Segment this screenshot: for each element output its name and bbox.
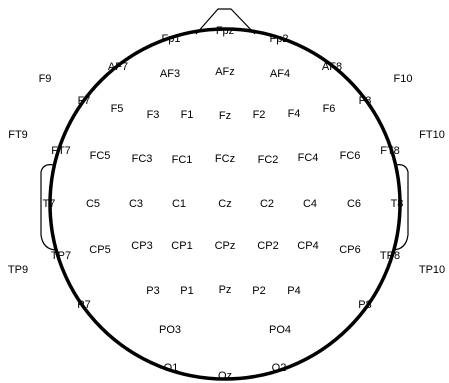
electrode-label-af3: AF3 [160, 68, 180, 80]
electrode-label-c4: C4 [303, 198, 317, 210]
electrode-label-cp6: CP6 [339, 244, 360, 256]
electrode-label-fc1: FC1 [172, 154, 193, 166]
electrode-label-f6: F6 [323, 103, 336, 115]
electrode-label-c2: C2 [260, 198, 274, 210]
electrode-label-ft10: FT10 [419, 129, 445, 141]
electrode-label-af4: AF4 [270, 68, 290, 80]
electrode-label-fc5: FC5 [90, 150, 111, 162]
electrode-label-f7: F7 [78, 95, 91, 107]
electrode-label-p8: P8 [358, 299, 371, 311]
electrode-label-fc6: FC6 [340, 150, 361, 162]
electrode-label-f9: F9 [39, 73, 52, 85]
electrode-label-afz: AFz [215, 66, 235, 78]
electrode-label-f4: F4 [288, 108, 301, 120]
electrode-label-ft7: FT7 [51, 145, 71, 157]
electrode-label-tp8: TP8 [380, 250, 400, 262]
electrode-label-o2: O2 [272, 362, 287, 374]
electrode-label-cp3: CP3 [131, 240, 152, 252]
electrode-label-fpz: Fpz [216, 25, 234, 37]
electrode-label-cp4: CP4 [297, 240, 318, 252]
electrode-label-p1: P1 [180, 285, 193, 297]
electrode-label-cp1: CP1 [171, 240, 192, 252]
electrode-label-o1: O1 [164, 362, 179, 374]
electrode-label-cpz: CPz [215, 240, 236, 252]
electrode-label-fz: Fz [219, 110, 231, 122]
electrode-label-cp5: CP5 [89, 244, 110, 256]
electrode-label-c1: C1 [172, 198, 186, 210]
electrode-label-fc2: FC2 [258, 154, 279, 166]
electrode-label-oz: Oz [218, 370, 232, 382]
electrode-label-c5: C5 [86, 198, 100, 210]
electrode-label-pz: Pz [219, 284, 232, 296]
electrode-label-p4: P4 [287, 285, 300, 297]
electrode-label-p3: P3 [146, 285, 159, 297]
electrode-label-p7: P7 [77, 299, 90, 311]
electrode-label-af7: AF7 [108, 61, 128, 73]
electrode-label-fcz: FCz [215, 153, 235, 165]
electrode-label-c3: C3 [129, 198, 143, 210]
electrode-label-fp1: Fp1 [162, 33, 181, 45]
electrode-label-ft9: FT9 [8, 129, 28, 141]
electrode-label-po3: PO3 [159, 324, 181, 336]
electrode-label-tp9: TP9 [8, 264, 28, 276]
electrode-label-f2: F2 [253, 109, 266, 121]
electrode-label-tp10: TP10 [419, 264, 445, 276]
electrode-label-f8: F8 [359, 95, 372, 107]
electrode-label-fc4: FC4 [298, 152, 319, 164]
electrode-label-cp2: CP2 [257, 240, 278, 252]
electrode-label-ft8: FT8 [380, 145, 400, 157]
electrode-label-po4: PO4 [269, 324, 291, 336]
electrode-label-f3: F3 [147, 109, 160, 121]
electrode-label-f1: F1 [181, 109, 194, 121]
head-outline [41, 9, 408, 379]
electrode-label-af8: AF8 [322, 61, 342, 73]
electrode-label-tp7: TP7 [51, 250, 71, 262]
electrode-label-f5: F5 [111, 103, 124, 115]
electrode-label-t7: T7 [43, 198, 56, 210]
electrode-label-c6: C6 [347, 198, 361, 210]
electrode-label-t8: T8 [391, 198, 404, 210]
electrode-label-fp2: Fp2 [270, 33, 289, 45]
electrode-label-f10: F10 [394, 73, 413, 85]
electrode-label-cz: Cz [218, 198, 231, 210]
electrode-label-p2: P2 [252, 285, 265, 297]
electrode-label-fc3: FC3 [132, 153, 153, 165]
